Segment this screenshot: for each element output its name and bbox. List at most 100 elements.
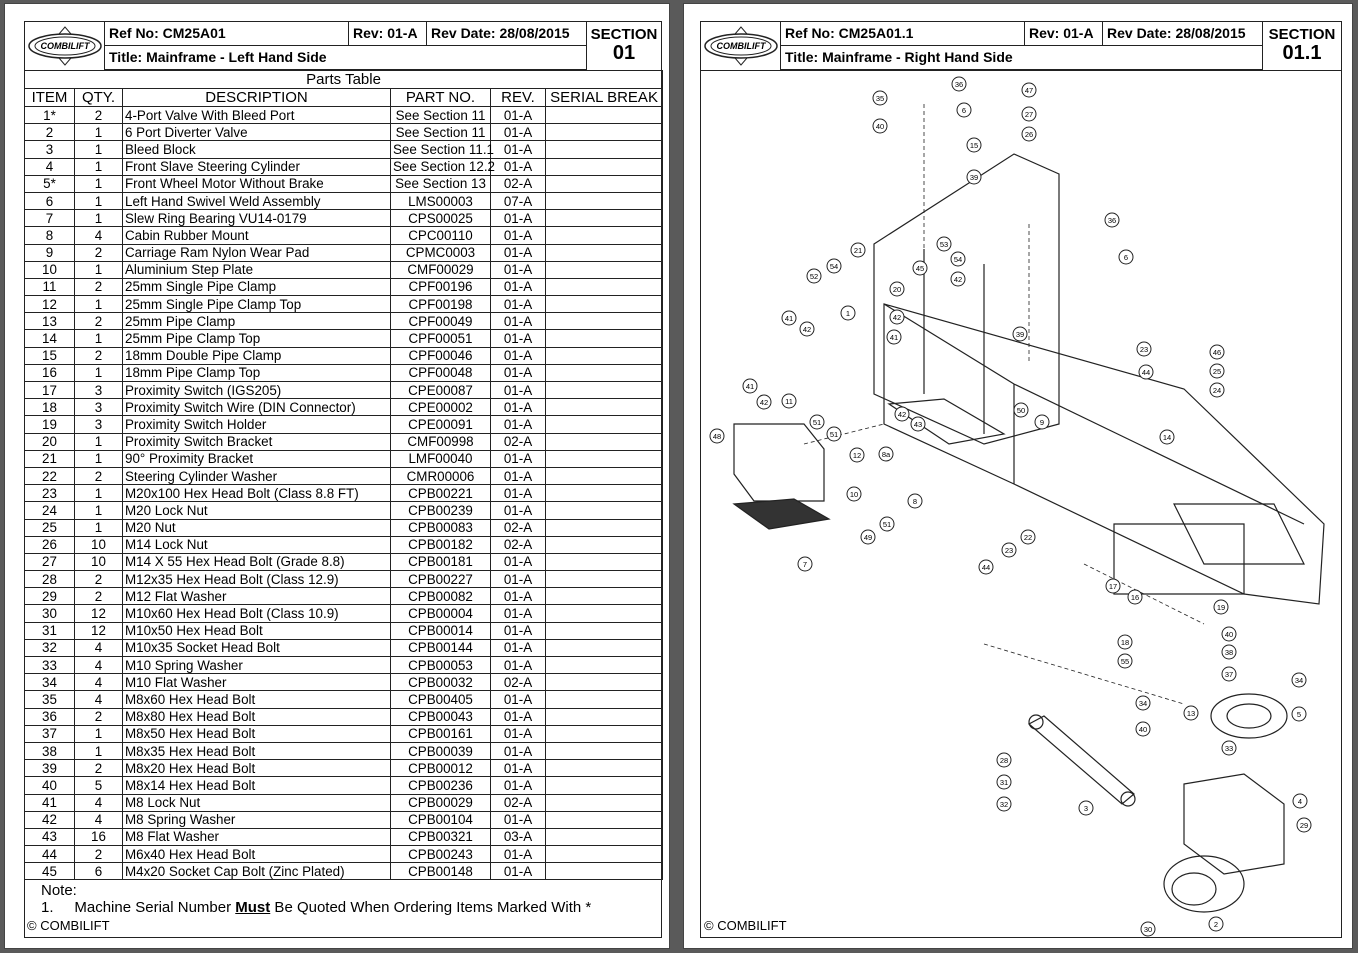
rev-cell: 01-A (490, 346, 546, 365)
description-cell: M10 Spring Washer (122, 655, 391, 675)
item-cell: 29 (24, 587, 75, 606)
rev-cell: 01-A (490, 123, 546, 142)
item-cell: 17 (24, 380, 75, 400)
rev-cell: 01-A (490, 845, 546, 864)
rev-cell: 01-A (490, 587, 546, 606)
note-number: 1. (41, 899, 54, 916)
note: Note: 1. Machine Serial Number Must Be Q… (41, 882, 591, 916)
callout-balloon: 21 (850, 242, 866, 258)
callout-label: 51 (883, 520, 891, 529)
rev-cell: 01-A (490, 329, 546, 348)
callout-balloon: 39 (1012, 326, 1028, 342)
serial-break-cell (544, 466, 664, 486)
qty-cell: 2 (74, 759, 123, 778)
callout-label: 44 (1142, 368, 1150, 377)
rev-cell: 01-A (490, 741, 546, 761)
callout-label: 35 (876, 94, 884, 103)
callout-label: 16 (1131, 593, 1139, 602)
rev-cell: 01-A (490, 398, 546, 417)
serial-break-cell (544, 329, 664, 348)
qty-cell: 4 (74, 690, 123, 709)
callout-label: 52 (810, 272, 818, 281)
description-cell: Proximity Switch Bracket (122, 432, 391, 451)
serial-break-cell (544, 415, 664, 434)
callout-balloon: 41 (742, 378, 758, 394)
part-no-cell: LMS00003 (390, 191, 491, 211)
callout-balloon: 42 (894, 406, 910, 422)
qty-cell: 2 (74, 845, 123, 864)
callout-balloon: 43 (910, 416, 926, 432)
callout-balloon: 12 (849, 447, 865, 463)
description-cell: M10x60 Hex Head Bolt (Class 10.9) (122, 604, 391, 623)
qty-cell: 2 (74, 346, 123, 365)
callout-label: 38 (1225, 648, 1233, 657)
item-cell: 40 (24, 776, 75, 795)
qty-cell: 10 (74, 552, 123, 572)
callout-label: 55 (1121, 657, 1129, 666)
serial-break-cell (544, 690, 664, 709)
rev-cell: 03-A (490, 827, 546, 847)
part-no-cell: CPE00002 (390, 398, 491, 417)
part-no-cell: CPB00221 (390, 484, 491, 503)
item-cell: 20 (24, 432, 75, 451)
serial-break-cell (544, 673, 664, 692)
left-rev-date: Rev Date: 28/08/2015 (427, 22, 587, 46)
rev-cell: 01-A (490, 226, 546, 245)
callout-label: 46 (1213, 348, 1221, 357)
rev-cell: 02-A (490, 673, 546, 692)
callout-balloon: 35 (872, 90, 888, 106)
rev-cell: 01-A (490, 449, 546, 468)
callout-balloon: 42 (889, 309, 905, 325)
parts-table-caption: Parts Table (23, 70, 664, 89)
part-no-cell: CPF00049 (390, 312, 491, 331)
part-no-cell: CPB00039 (390, 741, 491, 761)
item-cell: 38 (24, 741, 75, 761)
rev-cell: 01-A (490, 810, 546, 829)
part-no-cell: CPB00405 (390, 690, 491, 709)
serial-break-cell (544, 449, 664, 468)
left-header: COMBILIFT Ref No: CM25A01 Rev: 01-A Rev … (24, 21, 662, 71)
qty-cell: 1 (74, 501, 123, 520)
description-cell: 4-Port Valve With Bleed Port (122, 105, 391, 125)
part-no-cell: CPB00032 (390, 673, 491, 692)
item-cell: 25 (24, 518, 75, 537)
item-cell: 10 (24, 260, 75, 279)
description-cell: Cabin Rubber Mount (122, 226, 391, 245)
item-cell: 3 (24, 140, 75, 159)
callout-label: 31 (1000, 778, 1008, 787)
description-cell: M14 Lock Nut (122, 535, 391, 554)
qty-cell: 5 (74, 776, 123, 795)
callout-label: 22 (1024, 533, 1032, 542)
callout-label: 1 (846, 309, 850, 318)
serial-break-cell (544, 140, 664, 159)
rev-cell: 02-A (490, 518, 546, 537)
callout-balloon: 14 (1159, 429, 1175, 445)
callout-balloon: 41 (886, 329, 902, 345)
item-cell: 27 (24, 552, 75, 572)
serial-break-cell (544, 570, 664, 589)
qty-cell: 2 (74, 243, 123, 262)
callout-label: 43 (914, 420, 922, 429)
item-cell: 45 (24, 862, 75, 881)
serial-break-cell (544, 638, 664, 658)
callout-label: 36 (1108, 216, 1116, 225)
serial-break-cell (544, 226, 664, 245)
description-cell: M14 X 55 Hex Head Bolt (Grade 8.8) (122, 552, 391, 572)
serial-break-cell (544, 363, 664, 383)
description-cell: M6x40 Hex Head Bolt (122, 845, 391, 864)
rev-cell: 01-A (490, 552, 546, 572)
callout-balloon: 30 (1140, 921, 1156, 937)
callout-balloon: 42 (799, 321, 815, 337)
rev-cell: 01-A (490, 707, 546, 726)
description-cell: 25mm Single Pipe Clamp (122, 277, 391, 297)
callout-label: 41 (785, 314, 793, 323)
callout-label: 30 (1144, 925, 1152, 934)
callout-label: 54 (830, 262, 838, 271)
qty-cell: 16 (74, 827, 123, 847)
